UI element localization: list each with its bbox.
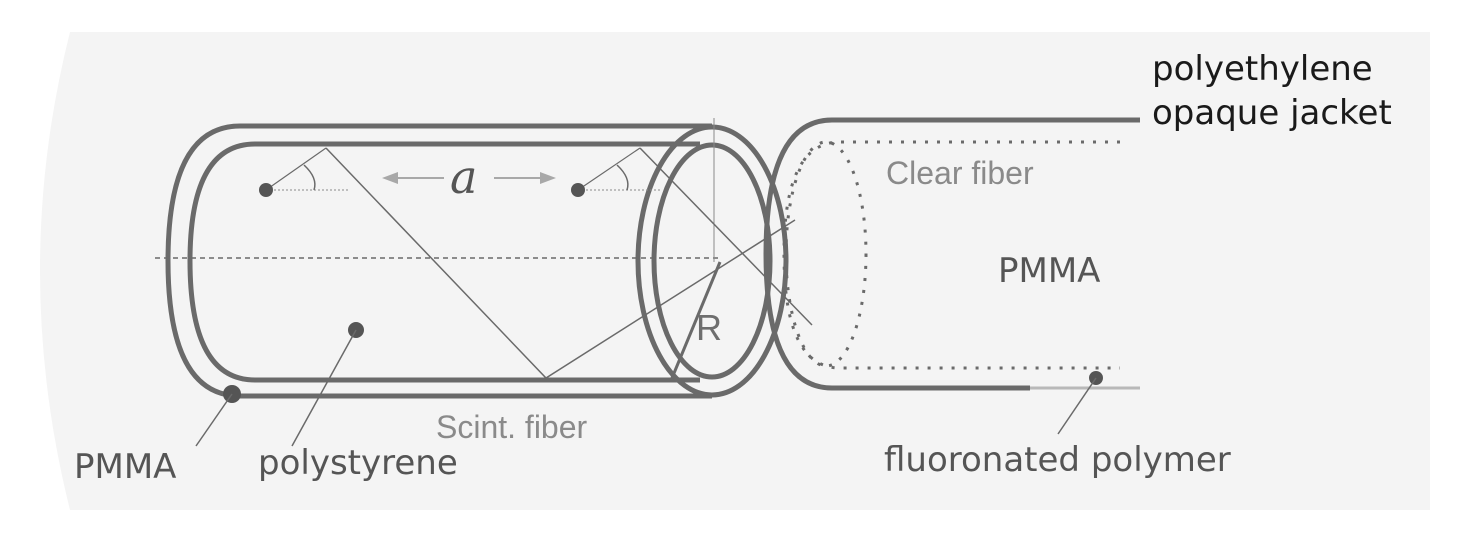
spacing-arrowhead-right <box>540 172 556 184</box>
clear-fiber-jacket <box>763 117 1140 391</box>
spacing-label: a <box>450 150 477 204</box>
pmma-core-label: PMMA <box>998 251 1100 291</box>
radius-label: R <box>696 307 722 348</box>
clear-fiber-end-dotted <box>784 140 868 368</box>
emission-line-1 <box>265 147 327 191</box>
light-ray-path <box>325 147 796 379</box>
scint-fiber-end-inner <box>651 142 773 380</box>
scint-fiber-label: Scint. fiber <box>436 409 588 445</box>
polyethylene-label-line1: polyethylene <box>1152 49 1373 89</box>
polyethylene-label-line2: opaque jacket <box>1152 93 1392 133</box>
background-panel <box>40 32 1430 510</box>
spacing-arrowhead-left <box>382 172 398 184</box>
scint-fiber-outer-cladding <box>165 123 712 399</box>
scint-fiber-end-outer <box>635 124 789 398</box>
scint-fiber-core <box>187 141 700 383</box>
fluoronated-polymer-label: fluoronated polymer <box>884 440 1231 480</box>
radius-line <box>670 261 722 379</box>
angle-arc-1 <box>303 164 316 191</box>
fluoronated-leader <box>1057 377 1097 435</box>
angle-arc-2 <box>616 164 629 191</box>
emission-point-1 <box>259 183 273 197</box>
polystyrene-label: polystyrene <box>258 443 458 483</box>
emission-point-2 <box>571 183 585 197</box>
pmma-cladding-label: PMMA <box>74 447 176 487</box>
clear-fiber-label: Clear fiber <box>886 155 1034 191</box>
pmma-leader <box>195 393 233 447</box>
polystyrene-leader <box>291 329 357 447</box>
emission-line-2 <box>577 147 641 191</box>
light-ray-path-2 <box>639 147 813 326</box>
